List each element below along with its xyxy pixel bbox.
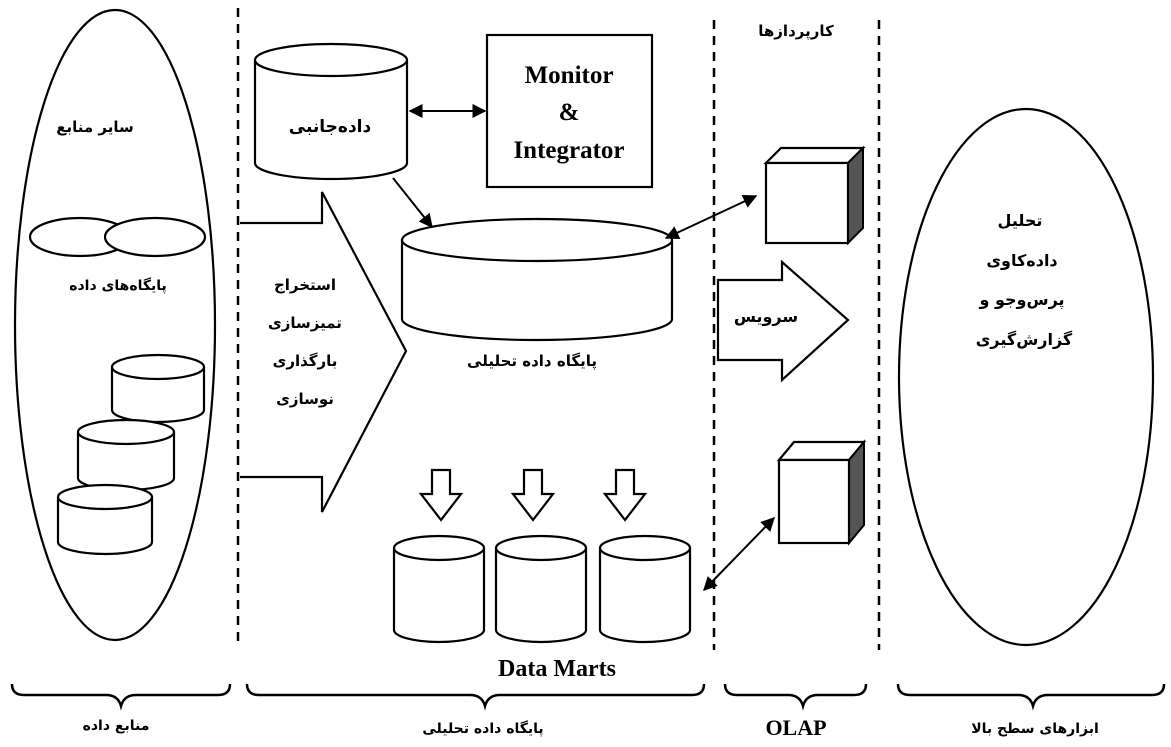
olap-servers-label: کارپردازها bbox=[758, 22, 834, 41]
monitor-label: Monitor bbox=[525, 62, 614, 89]
data-marts-label: Data Marts bbox=[498, 656, 616, 682]
bottom-label-warehouse: پایگاه داده تحلیلی bbox=[422, 720, 543, 737]
brace-data-sources bbox=[10, 683, 232, 711]
tools-line-4: گزارش‌گیری bbox=[976, 330, 1073, 349]
data-mart-cylinder bbox=[494, 534, 588, 644]
bottom-label-data-sources: منابع داده bbox=[83, 718, 150, 734]
warehouse-cube-arrow bbox=[664, 194, 758, 240]
data-warehouse-cylinder bbox=[400, 217, 674, 342]
data-mart-cylinder bbox=[392, 534, 486, 644]
down-arrow bbox=[602, 468, 648, 522]
etl-text: استخراج تمیزسازی بارگذاری نوسازی bbox=[268, 276, 342, 408]
etl-line-1: استخراج bbox=[274, 276, 336, 294]
datamart-cube-arrow bbox=[703, 516, 775, 592]
metadata-warehouse-arrow bbox=[392, 177, 433, 229]
data-warehouse-label: پایگاه داده تحلیلی bbox=[467, 352, 597, 371]
olap-cube bbox=[763, 145, 866, 246]
serve-arrow bbox=[716, 259, 850, 383]
other-sources-label: سایر منابع bbox=[56, 118, 134, 136]
brace-warehouse bbox=[245, 683, 706, 711]
ampersand-label: & bbox=[559, 99, 580, 126]
down-arrow bbox=[510, 468, 556, 522]
etl-line-4: نوسازی bbox=[276, 390, 334, 408]
source-cylinder bbox=[76, 418, 176, 492]
etl-line-3: بارگذاری bbox=[273, 352, 338, 370]
down-arrow bbox=[418, 468, 464, 522]
serve-label: سرویس bbox=[734, 307, 798, 326]
monitor-integrator-box bbox=[485, 33, 654, 189]
front-end-tools-ellipse bbox=[897, 107, 1155, 647]
olap-cube bbox=[776, 439, 867, 546]
metadata-cylinder bbox=[253, 42, 409, 181]
tools-line-2: داده‌کاوی bbox=[986, 251, 1057, 270]
integrator-label: Integrator bbox=[513, 137, 624, 164]
databases-label: پایگاه‌های داده bbox=[69, 277, 167, 294]
tools-line-1: تحلیل bbox=[998, 211, 1043, 230]
etl-line-2: تمیزسازی bbox=[268, 314, 342, 332]
bottom-label-front-end: ابزارهای سطح بالا bbox=[971, 721, 1099, 737]
tools-line-3: پرس‌وجو و bbox=[978, 290, 1064, 310]
data-mart-cylinder bbox=[598, 534, 692, 644]
bottom-label-olap: OLAP bbox=[765, 715, 826, 740]
brace-front-end bbox=[896, 683, 1166, 711]
database-oval-right bbox=[103, 216, 207, 258]
metadata-label: داده‌جانبی bbox=[289, 117, 372, 137]
source-cylinder bbox=[56, 483, 154, 556]
brace-olap bbox=[723, 683, 868, 711]
etl-arrow bbox=[240, 191, 408, 513]
source-cylinder bbox=[110, 353, 206, 424]
